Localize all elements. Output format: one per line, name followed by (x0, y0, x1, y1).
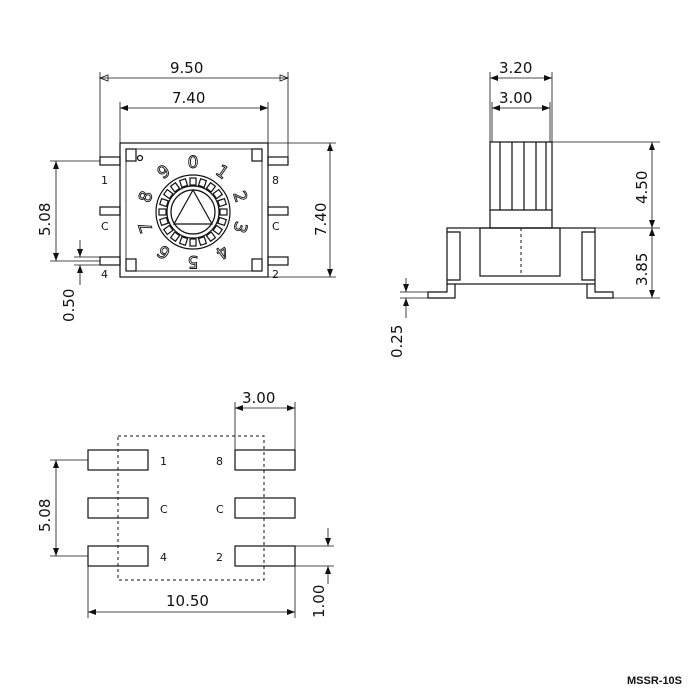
dial-tooth (169, 231, 181, 243)
dim-body-height: 3.85 (633, 253, 651, 286)
footprint-view: 1 C 4 8 C 2 3.00 5.08 10.50 1.00 (36, 389, 334, 618)
dial-tooth (205, 231, 217, 243)
dial-number-2: 2 (228, 189, 250, 205)
dim-pin-thickness: 0.50 (60, 289, 78, 322)
pad-2 (234, 545, 296, 567)
dial-tooth (158, 197, 170, 208)
pad-8 (234, 449, 296, 471)
side-clip-left (447, 231, 461, 281)
dim-shaft-outer: 3.20 (499, 59, 532, 77)
pad-label-2: 2 (216, 551, 223, 564)
pin-label-4: 4 (101, 268, 108, 281)
dim-lead-thickness: 0.25 (388, 325, 406, 358)
dial-ring (155, 174, 231, 250)
pad-label-8: 8 (216, 455, 223, 468)
dial-pointer (172, 188, 214, 225)
pin-bottom-left (99, 256, 121, 266)
pin-bottom-right (267, 256, 289, 266)
dial-teeth (158, 177, 228, 247)
shaft (489, 141, 553, 229)
corner-tab (125, 258, 137, 272)
dial-number-4: 4 (212, 240, 233, 263)
dim-shaft-inner: 3.00 (499, 89, 532, 107)
pad-label-c-left: C (160, 503, 168, 516)
top-view-body-inner (125, 148, 263, 272)
pad-c-left (87, 497, 149, 519)
side-lead-left (427, 284, 456, 299)
corner-tab (125, 148, 137, 162)
pin-label-1: 1 (101, 174, 108, 187)
dial-tooth (212, 224, 224, 236)
dial-number-9: 9 (154, 161, 175, 184)
corner-tab (251, 148, 263, 162)
dim-outer-width: 9.50 (170, 59, 203, 77)
dial-tooth (189, 177, 197, 186)
dial-tooth (216, 216, 228, 227)
dial-tooth (197, 235, 208, 247)
dial-knob (170, 189, 216, 235)
pin-label-8: 8 (272, 174, 279, 187)
pin-top-right (267, 156, 289, 166)
dial-tooth (212, 188, 224, 200)
dial-tooth (219, 208, 228, 216)
side-body-inner (479, 227, 561, 277)
dim-height: 7.40 (312, 203, 330, 236)
dial-tooth (216, 197, 228, 208)
dim-body-width: 7.40 (172, 89, 205, 107)
pad-label-1: 1 (160, 455, 167, 468)
dial-dot (136, 154, 144, 162)
side-view: 3.20 3.00 4.50 3.85 0.25 (388, 59, 660, 358)
dial-tooth (169, 181, 181, 193)
dial-number-6: 6 (154, 240, 175, 263)
dial-tooth (178, 177, 189, 189)
dim-pin-pitch: 5.08 (36, 203, 54, 236)
footprint-outline (117, 435, 265, 581)
dial-number-3: 3 (228, 219, 250, 235)
dial-number-5: 5 (188, 251, 199, 271)
dim-pad-width: 3.00 (242, 389, 275, 407)
corner-tab (251, 258, 263, 272)
dial-tooth (158, 208, 167, 216)
dial-tooth (197, 177, 208, 189)
pin-label-c-right: C (272, 220, 280, 233)
pad-label-4: 4 (160, 551, 167, 564)
dial-number-8: 8 (135, 189, 157, 205)
pin-label-c-left: C (101, 220, 109, 233)
dial-tooth (189, 238, 197, 247)
dim-span: 10.50 (166, 592, 209, 610)
model-label: MSSR-10S (627, 675, 682, 687)
pin-label-2: 2 (272, 268, 279, 281)
dial-number-7: 7 (135, 219, 157, 235)
pin-mid-left (99, 206, 121, 216)
dial-tooth (162, 224, 174, 236)
pin-top-left (99, 156, 121, 166)
pin-mid-right (267, 206, 289, 216)
dial-tooth (158, 216, 170, 227)
pad-c-right (234, 497, 296, 519)
dim-shaft-height: 4.50 (633, 171, 651, 204)
dial-tooth (205, 181, 217, 193)
side-lead-right (586, 284, 614, 299)
dim-pad-height: 1.00 (310, 585, 328, 618)
dial-tooth (162, 188, 174, 200)
dial-tooth (178, 235, 189, 247)
side-clip-right (581, 231, 595, 281)
dial-knob-outer (166, 185, 220, 239)
pad-label-c-right: C (216, 503, 224, 516)
dial-number-1: 1 (212, 161, 233, 184)
dial-number-0: 0 (188, 153, 199, 173)
dim-pitch: 5.08 (36, 499, 54, 532)
